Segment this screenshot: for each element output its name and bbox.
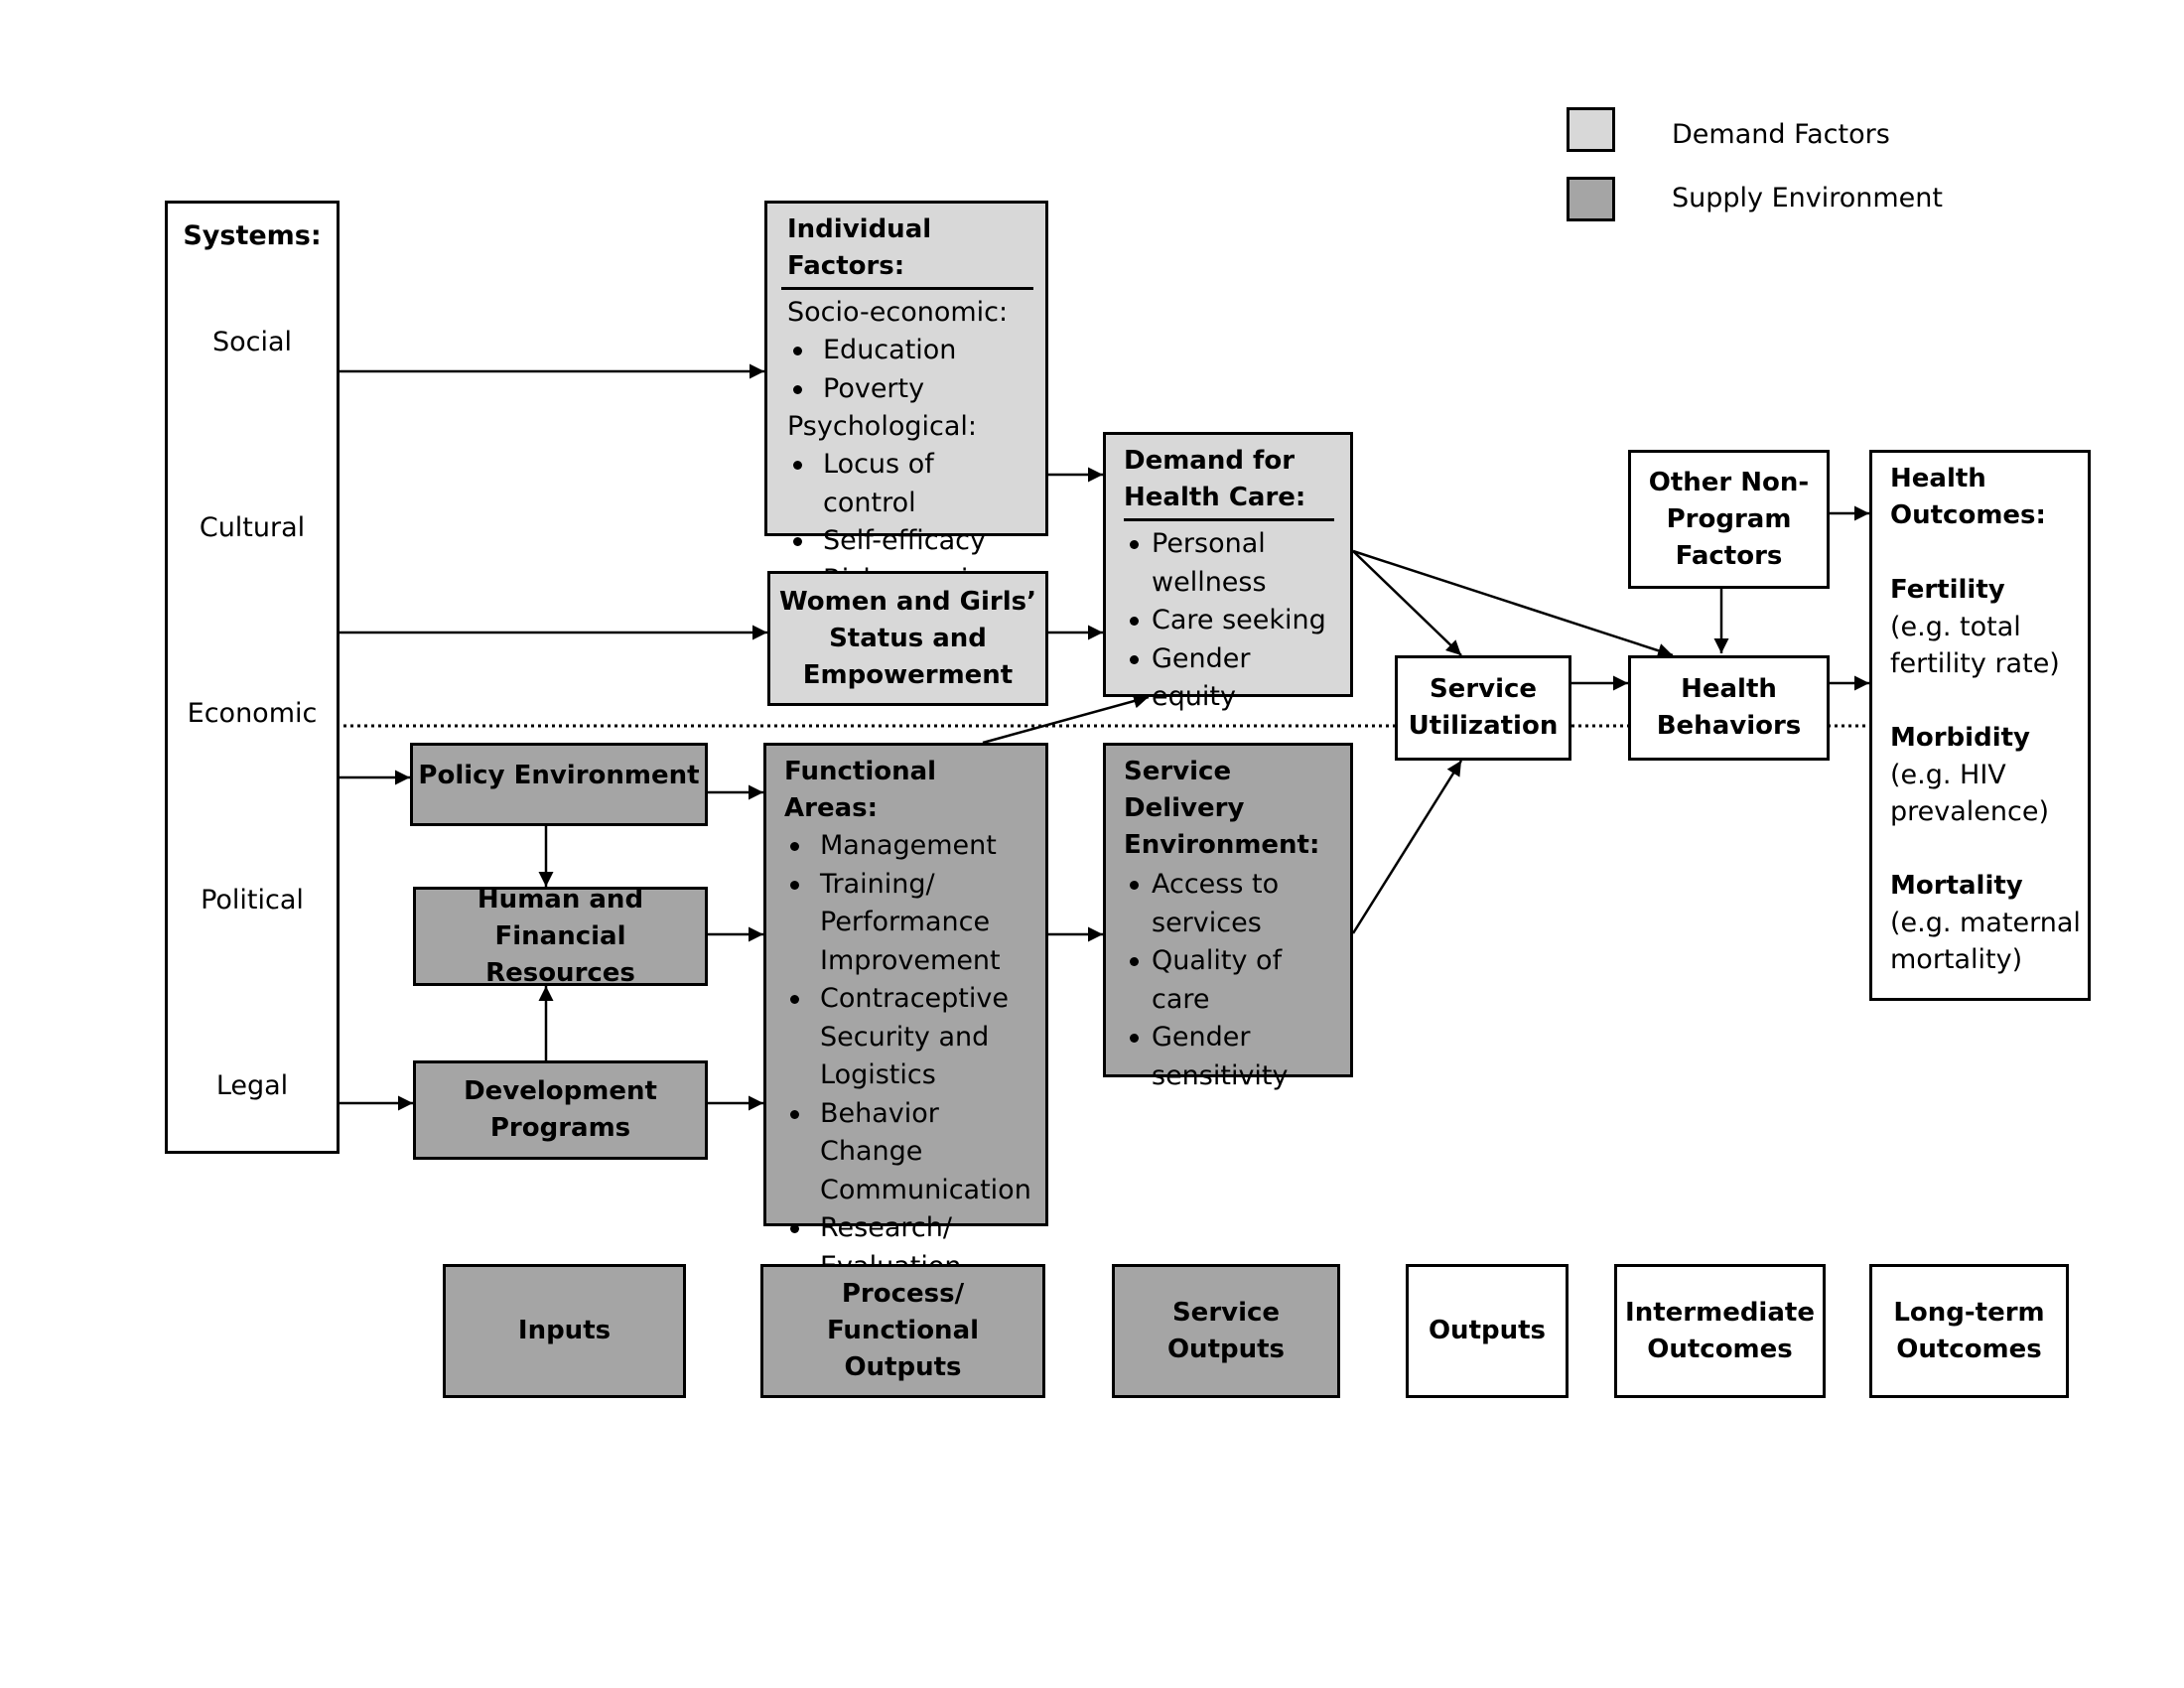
service-delivery-item: Access to services <box>1124 866 1338 942</box>
legend-supply-swatch <box>1567 177 1615 221</box>
individual-group-heading: Socio-economic: <box>787 297 1009 328</box>
stage-service-outputs-box: Service Outputs <box>1112 1264 1340 1398</box>
legend-supply-label: Supply Environment <box>1672 183 1943 213</box>
individual-item: Locus of control <box>787 446 1033 522</box>
stage-line: Outcomes <box>1896 1334 2042 1364</box>
demand-title-line: Health Care: <box>1124 483 1306 512</box>
other-factors-line: Program <box>1666 503 1792 534</box>
health-behaviors-box: Health Behaviors <box>1628 655 1830 761</box>
individual-factors-box: Individual Factors: Socio-economic: Educ… <box>764 201 1048 595</box>
outcome-example: (e.g. total fertility rate) <box>1890 612 2060 679</box>
policy-environment-label: Policy Environment <box>418 761 700 790</box>
demand-item: Gender equity <box>1124 640 1338 717</box>
demand-item: Care seeking <box>1124 602 1338 640</box>
women-status-line: Empowerment <box>802 659 1014 690</box>
systems-title: Systems: <box>183 220 322 251</box>
stage-intermediate-box: Intermediate Outcomes <box>1614 1264 1826 1398</box>
policy-environment-box: Policy Environment <box>410 743 708 826</box>
outcome-name: Fertility <box>1890 575 2005 605</box>
system-social: Social <box>211 327 293 357</box>
legend-demand-label: Demand Factors <box>1672 119 1890 150</box>
stage-line: Inputs <box>517 1316 612 1345</box>
outcome-name: Morbidity <box>1890 723 2030 753</box>
service-utilization-box: Service Utilization <box>1395 655 1571 761</box>
system-political: Political <box>201 885 304 915</box>
individual-item: Education <box>787 332 1033 370</box>
service-delivery-title-line: Environment: <box>1124 830 1320 860</box>
human-financial-line: Financial Resources <box>485 920 635 988</box>
outcome-name: Mortality <box>1890 871 2023 901</box>
stage-line: Outputs <box>1166 1334 1286 1364</box>
stage-inputs-box: Inputs <box>443 1264 686 1398</box>
individual-factors-title: Individual Factors: <box>781 211 1033 290</box>
arrow-demand-to-utilization <box>1352 550 1462 656</box>
other-factors-line: Other Non- <box>1648 467 1810 497</box>
women-status-box: Women and Girls’ Status and Empowerment <box>767 571 1048 706</box>
women-status-line: Status and <box>829 623 987 653</box>
individual-item: Poverty <box>787 370 1033 409</box>
stage-line: Functional <box>826 1316 980 1345</box>
functional-areas-box: Functional Areas: Management Training/ P… <box>763 743 1048 1282</box>
health-outcomes-box: Health Outcomes: Fertility (e.g. total f… <box>1869 450 2091 1001</box>
system-cultural: Cultural <box>199 512 306 543</box>
stage-outputs-box: Outputs <box>1406 1264 1569 1398</box>
functional-item: Contraceptive Security and Logistics <box>784 980 1033 1095</box>
health-outcomes-title-line: Outcomes: <box>1890 500 2046 530</box>
service-delivery-item: Gender sensitivity <box>1124 1019 1338 1095</box>
health-outcomes-title-line: Health <box>1890 464 1986 493</box>
stage-line: Outcomes <box>1647 1334 1793 1364</box>
human-financial-box: Human and Financial Resources <box>413 885 708 988</box>
development-line: Programs <box>489 1113 631 1143</box>
health-behaviors-line: Health <box>1681 674 1777 704</box>
demand-title-line: Demand for <box>1124 446 1296 476</box>
outcome-example: (e.g. HIV prevalence) <box>1890 760 2049 827</box>
arrow-functional-to-demand <box>982 693 1150 745</box>
arrow-service-delivery-to-utilization <box>1351 760 1463 934</box>
stage-line: Process/ <box>841 1279 965 1309</box>
service-delivery-item: Quality of care <box>1124 942 1338 1019</box>
legend-demand-swatch <box>1567 107 1615 152</box>
individual-item: Self-efficacy <box>787 522 1033 561</box>
functional-item: Training/ Performance Improvement <box>784 866 1033 981</box>
system-legal: Legal <box>215 1070 289 1101</box>
stage-line: Service <box>1171 1297 1281 1328</box>
service-delivery-title-line: Service Delivery <box>1124 757 1245 823</box>
health-behaviors-line: Behaviors <box>1656 711 1802 741</box>
service-delivery-box: Service Delivery Environment: Access to … <box>1103 743 1353 1091</box>
individual-group-heading: Psychological: <box>787 411 977 442</box>
stage-process-box: Process/ Functional Outputs <box>760 1264 1045 1398</box>
systems-box: Systems: Social Cultural Economic Politi… <box>165 201 340 1154</box>
development-line: Development <box>464 1076 657 1106</box>
system-economic: Economic <box>187 698 318 729</box>
other-factors-line: Factors <box>1675 540 1783 571</box>
stage-line: Outputs <box>1428 1316 1547 1345</box>
service-utilization-line: Utilization <box>1408 711 1559 741</box>
stage-line: Intermediate <box>1625 1297 1815 1328</box>
demand-item: Personal wellness <box>1124 525 1338 602</box>
demand-box: Demand for Health Care: Personal wellnes… <box>1103 432 1353 712</box>
women-status-line: Women and Girls’ <box>779 586 1036 617</box>
stage-longterm-box: Long-term Outcomes <box>1869 1264 2069 1398</box>
human-financial-line: Human and <box>477 884 644 914</box>
functional-item: Management <box>784 827 1033 866</box>
arrow-demand-to-behaviors <box>1352 549 1674 658</box>
service-utilization-line: Service <box>1429 674 1538 704</box>
outcome-example: (e.g. maternal mortality) <box>1890 908 2081 975</box>
functional-areas-title: Functional Areas: <box>784 757 937 823</box>
other-factors-box: Other Non- Program Factors <box>1628 450 1830 589</box>
development-programs-box: Development Programs <box>413 1060 708 1160</box>
stage-line: Long-term <box>1893 1297 2045 1328</box>
functional-item: Behavior Change Communication <box>784 1095 1033 1210</box>
stage-line: Outputs <box>844 1352 962 1382</box>
